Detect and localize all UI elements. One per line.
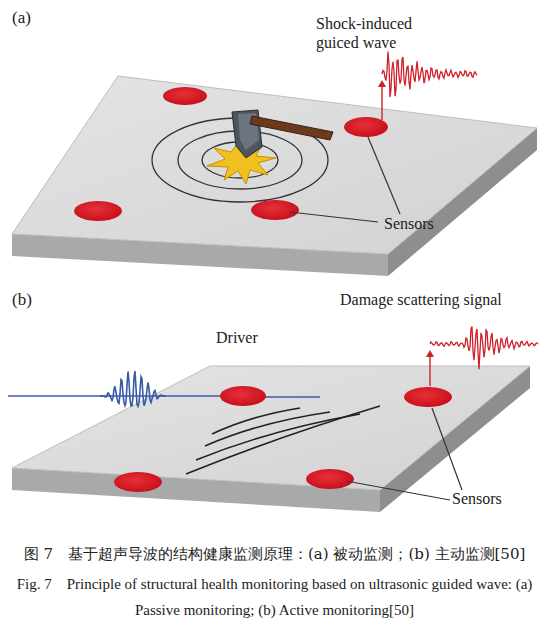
panel-label: (a) bbox=[12, 8, 31, 28]
signal-arrow-b bbox=[429, 355, 430, 386]
driver-label: Driver bbox=[216, 328, 258, 347]
figure-caption-zh: 图 7 基于超声导波的结构健康监测原理：(a) 被动监测；(b) 主动监测[50… bbox=[12, 545, 537, 563]
sensor-label: Sensors bbox=[452, 489, 502, 508]
plate-a bbox=[12, 76, 537, 276]
plate-b bbox=[12, 366, 530, 512]
signal-label: Shock-induced guiced wave bbox=[316, 14, 434, 52]
signals bbox=[100, 52, 538, 407]
hammer bbox=[232, 110, 333, 158]
shock-signal bbox=[382, 52, 477, 98]
panel-label: (b) bbox=[12, 290, 32, 310]
scattering-signal bbox=[430, 327, 538, 370]
figure-caption-en: Fig. 7 Principle of structural health mo… bbox=[12, 571, 537, 624]
signal-arrow-a bbox=[381, 85, 382, 120]
leader-lines-a bbox=[290, 137, 400, 222]
sensors-a bbox=[74, 87, 388, 221]
signal-arrow-b-head bbox=[426, 350, 434, 357]
sensors-b bbox=[114, 386, 452, 492]
sensor-label: Sensors bbox=[384, 214, 434, 233]
signal-arrow-a-head bbox=[378, 80, 386, 87]
excitation-burst bbox=[100, 371, 166, 406]
wave-direction bbox=[262, 396, 320, 398]
leader-lines-b bbox=[346, 408, 462, 500]
wave-arcs bbox=[186, 406, 380, 474]
excitation-line bbox=[8, 395, 222, 397]
signal-label: Damage scattering signal bbox=[340, 290, 502, 309]
